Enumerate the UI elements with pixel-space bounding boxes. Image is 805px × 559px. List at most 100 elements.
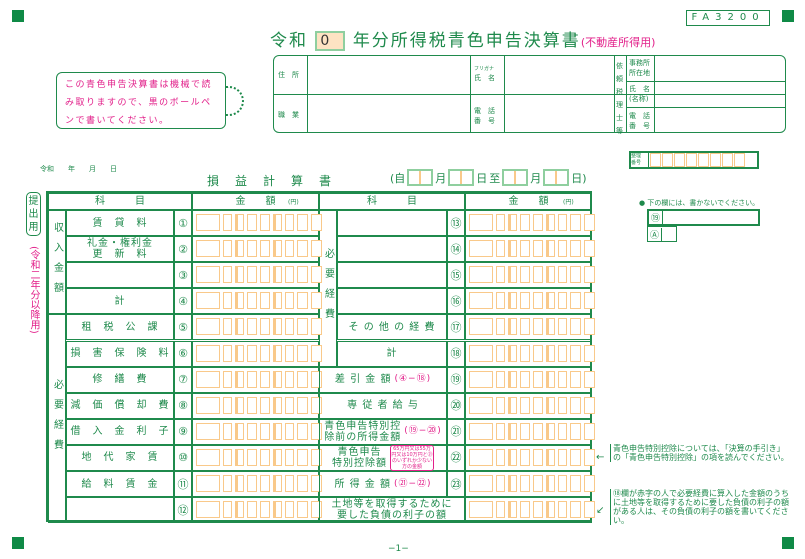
digit-box[interactable] (520, 344, 530, 362)
digit-box[interactable] (546, 396, 555, 414)
digit-box[interactable] (546, 214, 555, 231)
digit-box[interactable] (285, 475, 294, 492)
name-field[interactable] (505, 56, 614, 94)
digit-box[interactable] (247, 422, 257, 440)
digit-box[interactable] (260, 344, 270, 362)
digit-box[interactable] (196, 214, 220, 231)
amount-input[interactable] (469, 292, 595, 310)
address-field[interactable] (308, 56, 470, 94)
digit-box[interactable] (570, 370, 581, 388)
digit-box[interactable] (273, 344, 282, 362)
amount-input[interactable] (196, 475, 322, 492)
amount-input[interactable] (469, 214, 595, 231)
digit-box[interactable] (260, 370, 270, 388)
digit-box[interactable] (546, 266, 555, 284)
digit-box[interactable] (546, 422, 555, 440)
digit-box[interactable] (285, 448, 294, 466)
amount-input[interactable] (196, 240, 322, 258)
digit-box[interactable] (235, 448, 244, 466)
digit-box[interactable] (520, 292, 530, 310)
digit-box[interactable] (546, 448, 555, 466)
digit-box[interactable] (469, 344, 493, 362)
digit-box[interactable] (584, 214, 595, 231)
digit-box[interactable] (558, 292, 567, 310)
digit-box[interactable] (196, 448, 220, 466)
digit-box[interactable] (584, 422, 595, 440)
digit-box[interactable] (533, 266, 543, 284)
digit-box[interactable] (285, 292, 294, 310)
digit-box[interactable] (584, 396, 595, 414)
digit-box[interactable] (273, 214, 282, 231)
digit-box[interactable] (223, 370, 232, 388)
digit-box[interactable] (533, 448, 543, 466)
digit-box[interactable] (508, 214, 517, 231)
digit-box[interactable] (496, 370, 505, 388)
digit-box[interactable] (297, 475, 308, 492)
digit-box[interactable] (285, 318, 294, 336)
digit-box[interactable] (260, 448, 270, 466)
digit-box[interactable] (311, 318, 322, 336)
digit-box[interactable] (662, 153, 673, 167)
digit-box[interactable] (496, 475, 505, 492)
occupation-field[interactable] (308, 95, 470, 133)
digit-box[interactable] (686, 153, 697, 167)
digit-box[interactable] (247, 501, 257, 519)
digit-box[interactable] (520, 266, 530, 284)
digit-box[interactable] (533, 370, 543, 388)
digit-box[interactable] (247, 214, 257, 231)
digit-box[interactable] (223, 448, 232, 466)
digit-box[interactable] (247, 448, 257, 466)
amount-input[interactable] (469, 501, 595, 519)
digit-box[interactable] (285, 214, 294, 231)
digit-box[interactable] (520, 396, 530, 414)
digit-box[interactable] (558, 318, 567, 336)
digit-box[interactable] (533, 292, 543, 310)
digit-box[interactable] (297, 214, 308, 231)
digit-box[interactable] (508, 240, 517, 258)
amount-input[interactable] (196, 370, 322, 388)
digit-box[interactable] (285, 240, 294, 258)
digit-box[interactable] (558, 214, 567, 231)
digit-box[interactable] (520, 214, 530, 231)
digit-box[interactable] (196, 240, 220, 258)
digit-box[interactable] (570, 266, 581, 284)
digit-box[interactable] (469, 318, 493, 336)
amount-input[interactable] (196, 266, 322, 284)
digit-box[interactable] (196, 501, 220, 519)
digit-box[interactable] (260, 501, 270, 519)
digit-box[interactable] (260, 292, 270, 310)
digit-box[interactable] (297, 396, 308, 414)
digit-box[interactable] (273, 422, 282, 440)
digit-box[interactable] (533, 344, 543, 362)
digit-box[interactable] (469, 396, 493, 414)
seiri-input[interactable] (649, 153, 745, 167)
digit-box[interactable] (196, 292, 220, 310)
digit-box[interactable] (508, 292, 517, 310)
digit-box[interactable] (260, 240, 270, 258)
digit-box[interactable] (469, 214, 493, 231)
digit-box[interactable] (570, 240, 581, 258)
digit-box[interactable] (196, 422, 220, 440)
amount-input[interactable] (196, 448, 322, 466)
digit-box[interactable] (260, 214, 270, 231)
digit-box[interactable] (558, 501, 567, 519)
digit-box[interactable] (496, 266, 505, 284)
digit-box[interactable] (235, 422, 244, 440)
digit-box[interactable] (223, 240, 232, 258)
digit-box[interactable] (235, 344, 244, 362)
digit-box[interactable] (558, 266, 567, 284)
digit-box[interactable] (469, 422, 493, 440)
amount-input[interactable] (469, 344, 595, 362)
digit-box[interactable] (558, 240, 567, 258)
digit-box[interactable] (546, 240, 555, 258)
digit-box[interactable] (235, 240, 244, 258)
digit-box[interactable] (508, 422, 517, 440)
digit-box[interactable] (570, 448, 581, 466)
digit-box[interactable] (520, 448, 530, 466)
amount-input[interactable] (469, 266, 595, 284)
digit-box[interactable] (469, 370, 493, 388)
digit-box[interactable] (533, 240, 543, 258)
digit-box[interactable] (223, 396, 232, 414)
digit-box[interactable] (273, 292, 282, 310)
digit-box[interactable] (260, 422, 270, 440)
